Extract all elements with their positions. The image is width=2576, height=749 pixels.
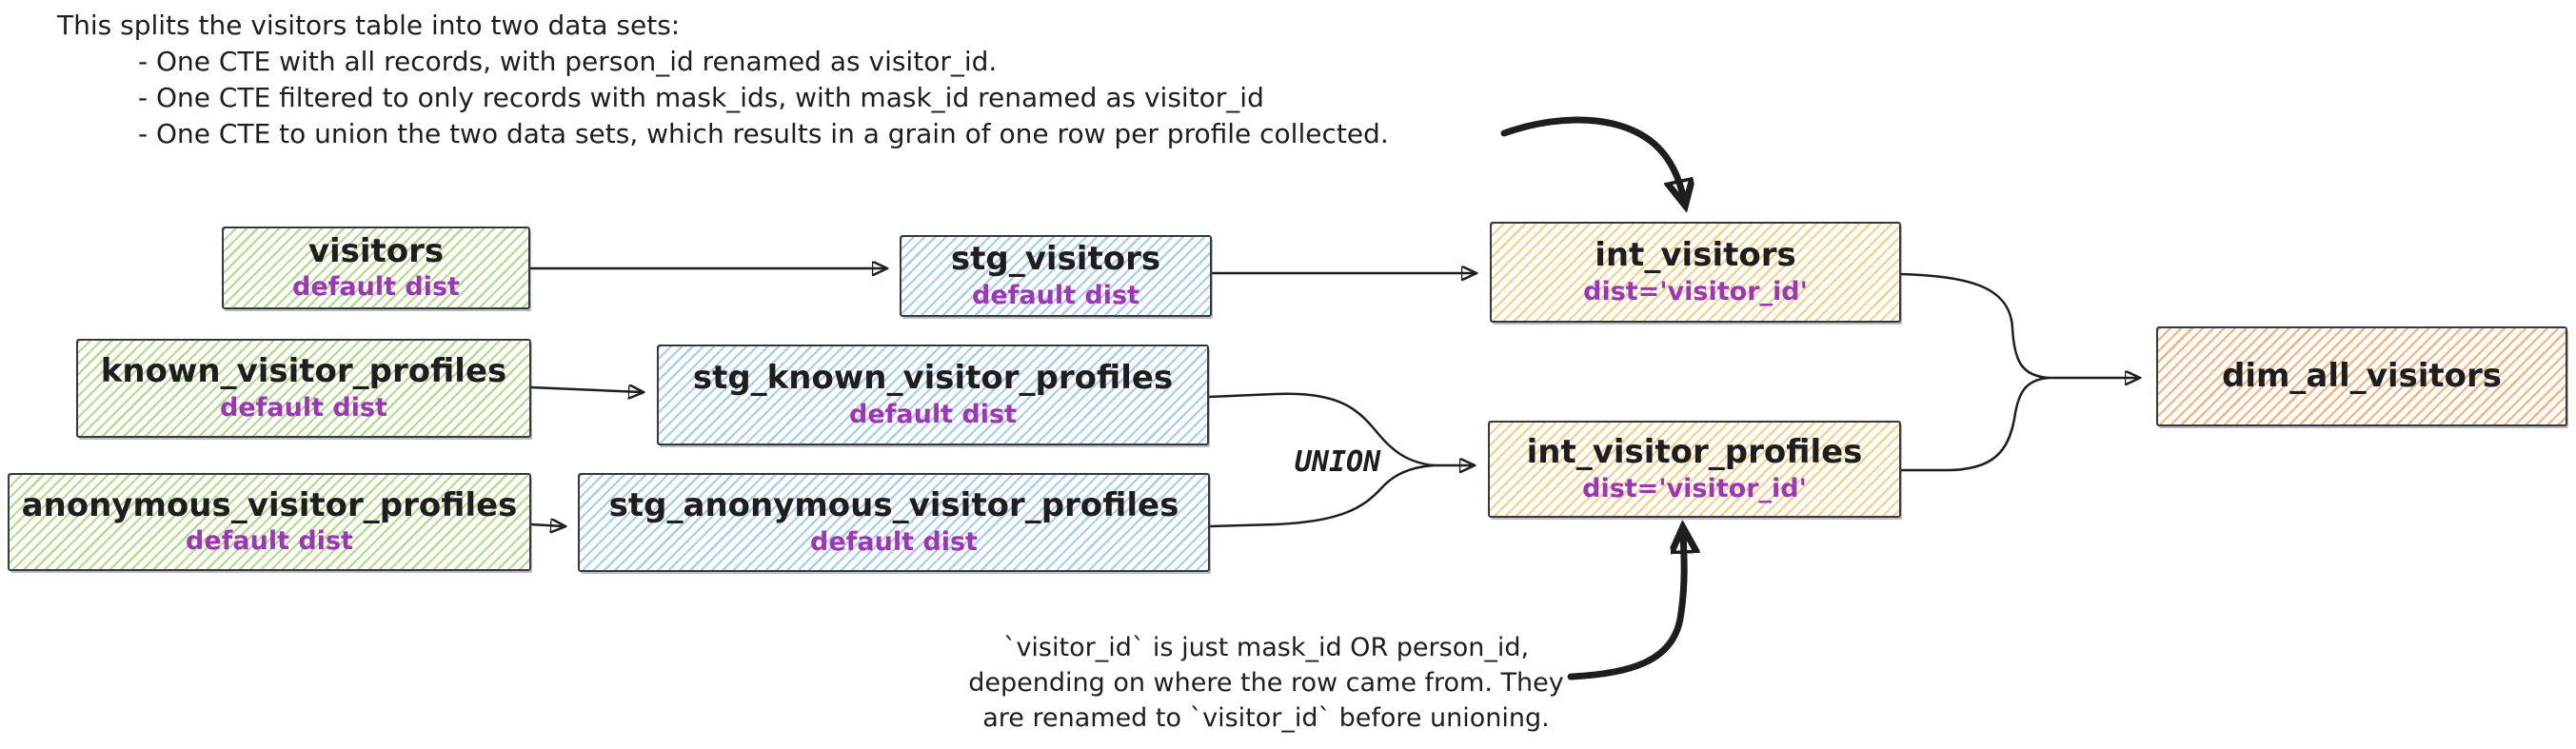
node-dim-all-visitors-title: dim_all_visitors bbox=[2222, 356, 2502, 395]
top-note-bullet-2[interactable]: - One CTE filtered to only records with … bbox=[138, 82, 1264, 113]
node-int-visitors-dist: dist='visitor_id' bbox=[1583, 276, 1808, 306]
node-stg-visitors-dist: default dist bbox=[972, 280, 1139, 310]
node-anonymous-visitor-profiles-dist: default dist bbox=[186, 526, 353, 557]
node-stg-visitors-title: stg_visitors bbox=[950, 240, 1161, 279]
node-anonymous-visitor-profiles-title: anonymous_visitor_profiles bbox=[21, 485, 518, 524]
node-stg-anonymous-visitor-profiles[interactable]: stg_anonymous_visitor_profiles default d… bbox=[578, 473, 1210, 572]
bottom-note-line-1: `visitor_id` is just mask_id OR person_i… bbox=[1002, 633, 1530, 662]
node-visitors[interactable]: visitors default dist bbox=[222, 227, 530, 309]
node-stg-anonymous-visitor-profiles-dist: default dist bbox=[810, 526, 978, 557]
node-stg-anonymous-visitor-profiles-title: stg_anonymous_visitor_profiles bbox=[608, 486, 1179, 525]
curve-int-visitors-to-merge bbox=[1900, 272, 2050, 380]
curve-int-visitor-profiles-to-merge bbox=[1901, 376, 2050, 472]
node-int-visitor-profiles-dist: dist='visitor_id' bbox=[1582, 473, 1807, 503]
top-note-bullet-3[interactable]: - One CTE to union the two data sets, wh… bbox=[138, 118, 1389, 149]
node-dim-all-visitors[interactable]: dim_all_visitors bbox=[2156, 326, 2567, 426]
node-stg-known-visitor-profiles-dist: default dist bbox=[849, 399, 1017, 429]
node-stg-visitors[interactable]: stg_visitors default dist bbox=[900, 235, 1212, 317]
arrow-known-to-stg-known bbox=[530, 387, 642, 392]
node-stg-known-visitor-profiles[interactable]: stg_known_visitor_profiles default dist bbox=[657, 345, 1209, 445]
node-int-visitor-profiles-title: int_visitor_profiles bbox=[1526, 433, 1863, 472]
bottom-note-line-3: are renamed to `visitor_id` before union… bbox=[982, 703, 1550, 733]
node-visitors-title: visitors bbox=[307, 231, 445, 270]
node-anonymous-visitor-profiles[interactable]: anonymous_visitor_profiles default dist bbox=[8, 473, 531, 571]
node-int-visitors-title: int_visitors bbox=[1595, 236, 1796, 275]
node-int-visitor-profiles[interactable]: int_visitor_profiles dist='visitor_id' bbox=[1488, 421, 1901, 518]
node-visitors-dist: default dist bbox=[292, 272, 460, 303]
union-label[interactable]: UNION bbox=[1294, 445, 1381, 479]
node-known-visitor-profiles-dist: default dist bbox=[220, 392, 387, 423]
node-stg-known-visitor-profiles-title: stg_known_visitor_profiles bbox=[692, 359, 1174, 398]
bottom-note-line-2: depending on where the row came from. Th… bbox=[968, 668, 1564, 698]
node-known-visitor-profiles-title: known_visitor_profiles bbox=[100, 352, 507, 391]
node-known-visitor-profiles[interactable]: known_visitor_profiles default dist bbox=[76, 339, 531, 438]
node-int-visitors[interactable]: int_visitors dist='visitor_id' bbox=[1490, 222, 1901, 323]
annotation-arrow-top-note-to-int-visitors bbox=[1500, 116, 1684, 200]
top-note-bullet-1[interactable]: - One CTE with all records, with person_… bbox=[138, 46, 998, 77]
bottom-note[interactable]: `visitor_id` is just mask_id OR person_i… bbox=[938, 630, 1595, 736]
top-note-intro[interactable]: This splits the visitors table into two … bbox=[57, 10, 681, 41]
arrow-anonymous-to-stg-anonymous bbox=[530, 524, 564, 526]
